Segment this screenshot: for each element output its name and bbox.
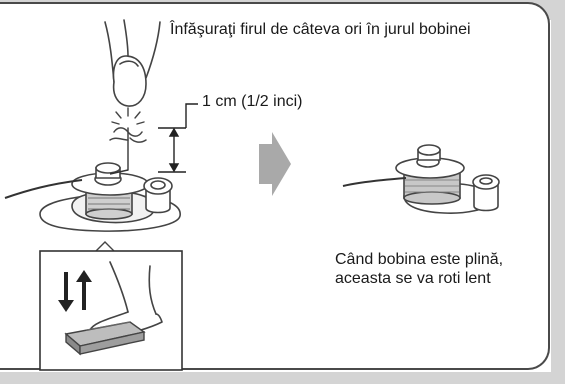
measurement-indicator [158,103,198,173]
next-step-arrow-icon [259,132,291,196]
snip-marks [111,107,145,125]
measurement-label: 1 cm (1/2 inci) [202,93,303,110]
up-down-arrows-icon [58,270,92,312]
hand-illustration [104,19,161,107]
wrap-thread-instruction: Înfăşuraţi firul de câteva ori în jurul … [170,21,471,38]
thread-illustration [109,127,147,171]
page-bottom-band [0,372,565,384]
bobbin-winder-left [4,162,181,232]
foot-pedal-illustration [64,321,146,356]
bobbin-full-instruction: Când bobina este plină, aceasta se va ro… [335,251,504,287]
page-right-band [551,0,565,384]
foot-pedal-inset [39,250,183,371]
bobbin-full-right [342,144,500,214]
